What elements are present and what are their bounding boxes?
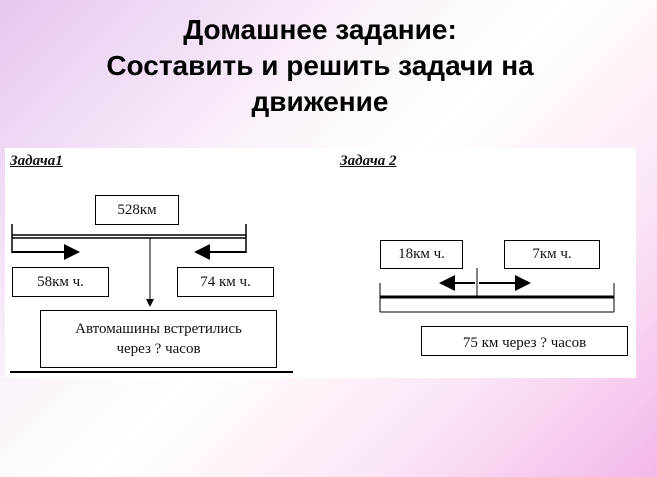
title-line-1: Домашнее задание: [183, 14, 457, 45]
task1-question-box: Автомашины встретились через ? часов [40, 310, 277, 368]
slide-title: Домашнее задание: Составить и решить зад… [0, 12, 640, 120]
task2-speed-right-box: 7км ч. [504, 240, 600, 269]
task2-question-box: 75 км через ? часов [421, 326, 628, 356]
title-line-2: Составить и решить задачи на [106, 50, 534, 81]
task1-distance-box: 528км [95, 195, 179, 225]
task1-road [10, 224, 293, 373]
task2-label: Задача 2 [340, 153, 397, 169]
task1-question-line-1: Автомашины встретились [75, 321, 242, 337]
task1-label: Задача1 [10, 153, 63, 169]
task1-speed-left-box: 58км ч. [12, 267, 109, 297]
task1-speed-right-box: 74 км ч. [177, 267, 274, 297]
title-line-3: движение [251, 86, 389, 117]
task2-road [379, 268, 615, 313]
task2-speed-left-box: 18км ч. [380, 240, 463, 269]
task1-question-line-2: через ? часов [116, 341, 201, 357]
